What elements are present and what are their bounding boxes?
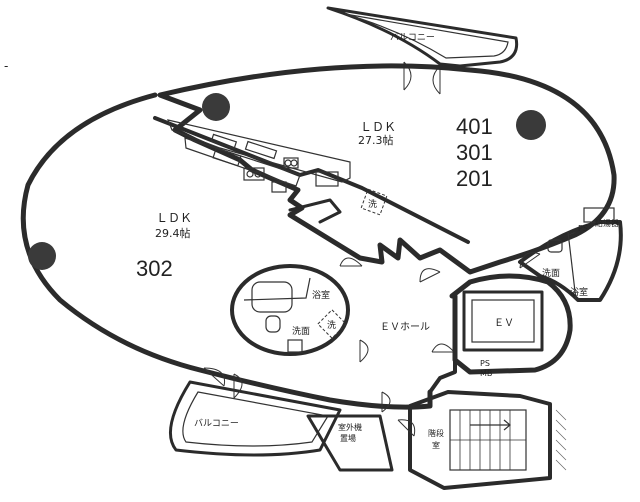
bath-pod-wall xyxy=(230,264,350,356)
door-3 xyxy=(419,268,441,283)
column-2 xyxy=(516,110,546,140)
ps-upper-label: PS xyxy=(578,224,588,233)
outdoor-unit-label-1: 室外機 xyxy=(338,422,362,432)
water-heater-label: 給湯器 xyxy=(595,218,619,228)
outdoor-unit-label-2: 置場 xyxy=(340,433,356,443)
ldk-upper-name: ＬＤＫ xyxy=(360,120,396,134)
kitchen-fixtures xyxy=(210,133,339,193)
unit-number-301: 301 xyxy=(456,140,493,165)
svg-text:洗: 洗 xyxy=(368,198,377,210)
sink-right xyxy=(547,239,563,253)
water-heater-box xyxy=(583,207,615,223)
door-right xyxy=(519,252,541,269)
wash-small-label: 洗面 xyxy=(292,325,310,337)
right-bath-wall xyxy=(518,220,623,302)
svg-text:洗: 洗 xyxy=(327,319,336,331)
door-5 xyxy=(381,391,391,413)
column-1 xyxy=(202,93,230,121)
kitchen-counter-outline xyxy=(167,119,351,183)
stair-label-1: 階段 xyxy=(428,428,444,438)
column-3 xyxy=(28,242,56,270)
stair-lines xyxy=(450,410,526,470)
door-1 xyxy=(339,257,363,267)
ev-shaft xyxy=(462,290,544,352)
lower-unit-wall xyxy=(20,92,433,410)
balcony-bottom-door-2 xyxy=(233,373,243,399)
partition-wall xyxy=(153,116,470,244)
washing-machine-center: 洗 xyxy=(317,309,347,339)
stair-arrow xyxy=(470,419,511,431)
ev-car xyxy=(471,299,535,343)
ev-hall-label: ＥＶホール xyxy=(380,321,430,333)
right-bath-divider xyxy=(567,231,577,301)
lower-unit-wall-right xyxy=(428,338,457,394)
outdoor-unit-outline xyxy=(306,414,394,472)
balcony-bottom-outline xyxy=(168,380,342,457)
unit-number-302: 302 xyxy=(136,256,173,281)
balcony-top-inner xyxy=(344,13,509,59)
door-4 xyxy=(431,343,455,353)
bath-small-label: 浴室 xyxy=(312,289,330,301)
corner-mark: - xyxy=(4,59,8,73)
ldk-lower-name: ＬＤＫ xyxy=(156,211,192,225)
ldk-lower-area: 29.4帖 xyxy=(155,227,191,240)
bath-pod-divider xyxy=(243,277,311,301)
door-2 xyxy=(359,339,369,363)
unit-number-401: 401 xyxy=(456,114,493,139)
exterior-hatching xyxy=(555,409,567,471)
stair-label-2: 室 xyxy=(432,440,440,450)
wash-right-label: 洗面 xyxy=(542,267,560,279)
ldk-upper-area: 27.3帖 xyxy=(358,134,394,147)
balcony-bottom-inner xyxy=(182,391,329,447)
stair-door xyxy=(397,419,416,437)
kitchen-counter-lower xyxy=(184,137,301,187)
bath-right-label: 浴室 xyxy=(570,286,588,298)
balcony-bottom-door-1 xyxy=(203,367,226,387)
balcony-top-outline xyxy=(326,6,519,68)
balcony-top-door-2 xyxy=(432,65,441,95)
mb-lower-label: MB xyxy=(480,369,492,378)
toilet-basin xyxy=(265,315,281,333)
small-cabinet xyxy=(287,339,303,353)
ps-lower-label: PS xyxy=(480,359,490,368)
partition-wall-2 xyxy=(288,198,342,224)
upper-unit-wall xyxy=(157,63,617,275)
stair-room-wall xyxy=(408,390,552,490)
balcony-top-label: バルコニー xyxy=(390,32,435,43)
ev-core-wall xyxy=(449,273,573,375)
washing-machine-upper: 洗 xyxy=(360,188,388,216)
bathtub xyxy=(251,281,293,313)
unit-number-201: 201 xyxy=(456,166,493,191)
balcony-bottom-label: バルコニー xyxy=(194,418,239,429)
ev-label: ＥＶ xyxy=(494,318,514,329)
